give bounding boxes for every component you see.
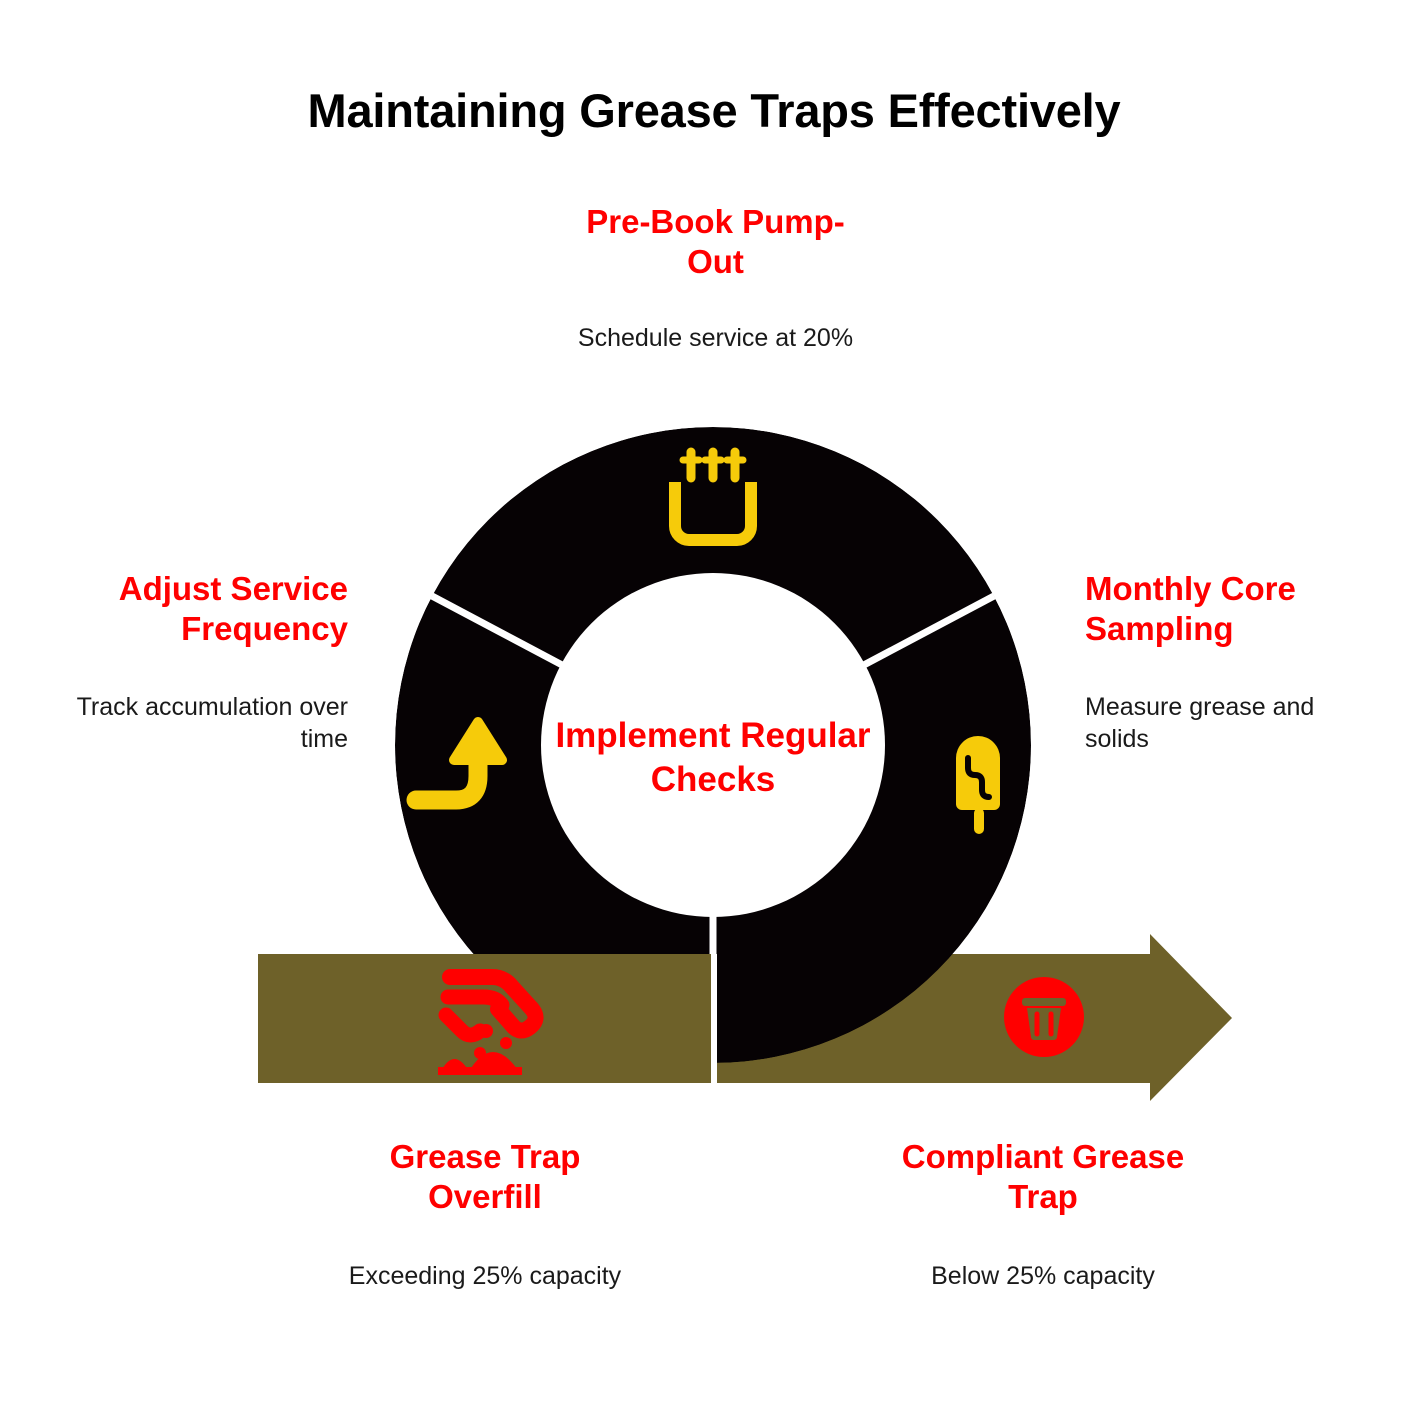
- callout-adjust-service-frequency: Adjust Service Frequency Track accumulat…: [60, 569, 348, 756]
- callout-heading: Pre-Book Pump-Out: [586, 203, 845, 281]
- callout-pre-book-pump-out: Pre-Book Pump-Out Schedule service at 20…: [563, 202, 868, 354]
- process-arrow-divider: [711, 954, 717, 1083]
- trash-disposal-icon: [1004, 977, 1084, 1057]
- callout-heading: Compliant Grease Trap: [901, 1138, 1185, 1216]
- callout-body: Measure grease and solids: [1085, 692, 1315, 754]
- callout-body: Track accumulation over time: [76, 692, 348, 754]
- hand-pouring-sludge-icon: [438, 969, 544, 1075]
- donut-divider-upper-right: [711, 592, 996, 749]
- callout-heading: Adjust Service Frequency: [118, 570, 348, 648]
- callout-heading: Grease Trap Overfill: [389, 1138, 581, 1216]
- page-title: Maintaining Grease Traps Effectively: [307, 84, 1121, 137]
- callout-body: Below 25% capacity: [931, 1261, 1155, 1290]
- donut-divider-upper-left: [430, 592, 715, 749]
- core-sample-popsicle-icon: [956, 736, 1000, 834]
- callout-grease-trap-overfill: Grease Trap Overfill Exceeding 25% capac…: [338, 1137, 632, 1292]
- donut-center-label: Implement Regular Checks: [555, 716, 871, 799]
- callout-compliant-grease-trap: Compliant Grease Trap Below 25% capacity: [893, 1137, 1193, 1292]
- callout-body: Schedule service at 20%: [577, 323, 854, 352]
- calendar-icon: [669, 447, 757, 546]
- trend-up-arrow-icon: [406, 717, 507, 810]
- callout-heading: Monthly Core Sampling: [1085, 570, 1296, 648]
- callout-monthly-core-sampling: Monthly Core Sampling Measure grease and…: [1085, 569, 1375, 756]
- callout-body: Exceeding 25% capacity: [348, 1261, 622, 1290]
